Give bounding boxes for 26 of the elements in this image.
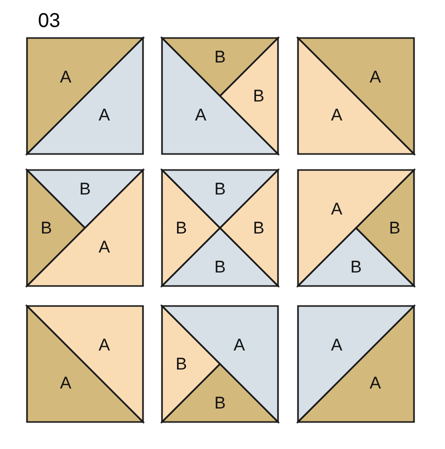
patch-letter: A [234,336,245,354]
patch-letter: A [98,106,110,124]
patch-letter: A [60,374,72,392]
patch-letter: B [214,48,226,66]
patch-letter: A [370,68,381,86]
patch-letter: B [214,394,226,412]
patch-letter: B [350,258,362,276]
patch-letter: A [194,106,206,124]
patch-letter: B [252,88,264,104]
patch-letter: B [252,220,264,236]
patch-letter: B [79,180,91,198]
patch-letter: A [330,106,342,124]
block-number: 03 [38,10,60,32]
patch-letter: B [176,220,187,236]
patch-letter: B [176,356,187,372]
patch-letter: A [98,336,110,354]
patch-letter: B [388,220,400,236]
quilt-block [162,170,278,286]
patch-letter: A [370,374,381,392]
patch-letter: A [60,68,72,86]
patch-letter: B [214,258,226,276]
patch-letter: B [40,220,52,236]
patch-letter: A [330,336,342,354]
patch-letter: B [214,180,226,198]
patch-letter: A [98,238,110,256]
patch-letter: A [330,200,342,218]
